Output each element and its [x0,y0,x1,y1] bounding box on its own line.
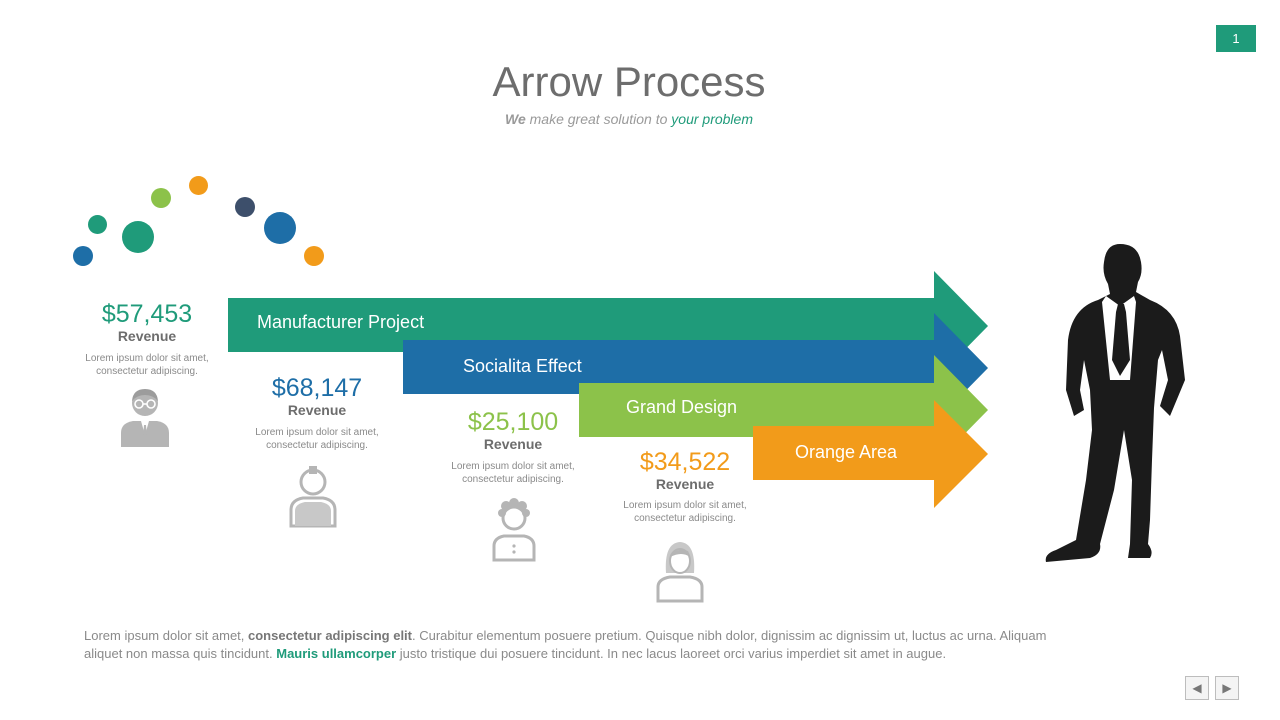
businessman-silhouette [1045,244,1185,562]
stat-description: Lorem ipsum dolor sit amet, consectetur a… [77,352,217,378]
decor-dot [151,188,171,208]
stat-label: Revenue [655,476,715,492]
footer-text: justo tristique dui posuere tincidunt. I… [396,646,947,661]
prev-slide-button[interactable]: ◀ [1185,676,1209,700]
stat-block-2: $68,147 Revenue [247,374,387,419]
decor-dot [122,221,154,253]
stat-description: Lorem ipsum dolor sit amet, consectetur a… [247,426,387,452]
decor-dot [235,197,255,217]
decor-dot [189,176,208,195]
slide-number: 1 [1216,25,1256,52]
footer-highlight-text: Mauris ullamcorper [276,646,397,661]
page-title: Arrow Process [492,58,766,105]
footer-bold-text: consectetur adipiscing elit [248,628,413,643]
stat-value: $25,100 [467,408,559,436]
desc-line: Lorem ipsum dolor sit amet, [85,353,209,364]
man-glasses-icon [121,389,169,447]
stat-value: $34,522 [639,448,731,476]
stat-label: Revenue [287,402,347,418]
man-curly-icon [492,498,536,562]
arrow-orange-area [753,400,988,508]
subtitle-we: We [505,111,526,127]
subtitle-highlight: your problem [671,111,753,127]
desc-line: consectetur adipiscing. [266,440,368,451]
arrow-label-orange-area: Orange Area [795,442,898,462]
desc-line: consectetur adipiscing. [634,513,736,524]
stat-value: $57,453 [101,300,193,328]
desc-line: Lorem ipsum dolor sit amet, [623,500,747,511]
arrow-left-icon: ◀ [1192,681,1202,695]
desc-line: consectetur adipiscing. [96,366,198,377]
man-mohawk-icon [289,466,337,528]
arrow-label-grand-design: Grand Design [626,397,738,417]
arrow-grand-design [579,355,988,465]
stat-label: Revenue [483,436,543,452]
footer-paragraph: Lorem ipsum dolor sit amet, consectetur … [84,627,1084,663]
decor-dot [88,215,107,234]
arrow-socialita-effect [403,313,988,423]
decor-dot [73,246,93,266]
arrow-right-icon: ▶ [1222,681,1232,695]
stat-description: Lorem ipsum dolor sit amet, consectetur a… [615,499,755,525]
decor-dot [264,212,296,244]
desc-line: Lorem ipsum dolor sit amet, [255,427,379,438]
subtitle-middle: make great solution to [525,111,672,127]
desc-line: consectetur adipiscing. [462,474,564,485]
desc-line: Lorem ipsum dolor sit amet, [451,461,575,472]
next-slide-button[interactable]: ▶ [1215,676,1239,700]
footer-text: . Curabitur elementum posuere pretium. Q… [84,628,1047,661]
footer-text: Lorem ipsum dolor sit amet, [84,628,249,643]
arrow-label-socialita: Socialita Effect [463,356,582,376]
stat-block-1: $57,453 Revenue [77,300,217,345]
stat-block-4: $34,522 Revenue [615,448,755,493]
arrow-label-manufacturer: Manufacturer Project [257,312,425,332]
decor-dot [304,246,324,266]
page-subtitle: We make great solution to your problem [0,111,1258,127]
stat-label: Revenue [117,328,177,344]
stat-description: Lorem ipsum dolor sit amet, consectetur a… [443,460,583,486]
woman-icon [656,542,704,603]
stat-value: $68,147 [271,374,363,402]
arrow-manufacturer-project [228,271,988,381]
stat-block-3: $25,100 Revenue [443,408,583,453]
